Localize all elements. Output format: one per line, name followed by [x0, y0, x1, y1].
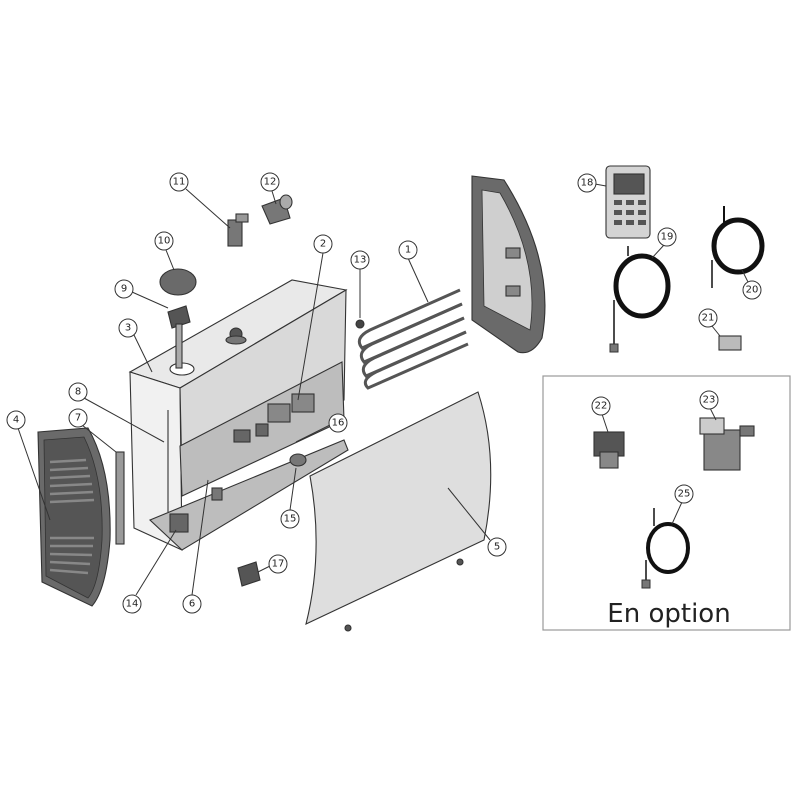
- part-6-connector: [211, 487, 223, 501]
- callout-25: 25: [671, 484, 694, 525]
- part-5-front-cover: [305, 391, 492, 632]
- callout-25-label: 25: [678, 489, 691, 500]
- callout-2-label: 2: [320, 239, 326, 250]
- callout-13: 13: [350, 250, 370, 318]
- part-11-fitting: [227, 213, 249, 247]
- callout-18: 18: [577, 173, 607, 193]
- callout-20-label: 20: [746, 285, 759, 296]
- callout-14: 14: [122, 529, 177, 614]
- part-4-grille-panel: [37, 427, 111, 607]
- part-14-valve: [169, 513, 189, 533]
- callout-9: 9: [114, 279, 169, 309]
- callout-20: 20: [741, 269, 762, 300]
- part-20-cable: [711, 206, 765, 288]
- callout-22: 22: [591, 396, 611, 433]
- callout-8: 8: [68, 382, 165, 443]
- part-21-cap: [718, 335, 742, 351]
- callout-15-label: 15: [284, 514, 297, 525]
- callout-2: 2: [297, 234, 333, 401]
- callout-19-label: 19: [661, 232, 674, 243]
- callout-23: 23: [699, 390, 719, 421]
- callout-17-label: 17: [272, 559, 285, 570]
- callout-22-label: 22: [595, 401, 608, 412]
- part-19-cable: [609, 246, 671, 353]
- callout-11-label: 11: [173, 177, 186, 188]
- callout-19: 19: [651, 227, 677, 259]
- part-1-heating-element: [357, 288, 469, 390]
- callout-16: 16: [295, 413, 348, 443]
- callout-12-label: 12: [264, 177, 277, 188]
- part-22-solenoid-valve: [593, 431, 625, 469]
- option-box: En option: [542, 375, 791, 631]
- callout-18-label: 18: [581, 178, 594, 189]
- callout-17: 17: [257, 554, 288, 574]
- callout-1: 1: [398, 240, 429, 303]
- callout-6-label: 6: [189, 599, 195, 610]
- part-23-dosing-pump: [699, 417, 755, 471]
- callout-1-label: 1: [405, 245, 411, 256]
- callout-11: 11: [169, 172, 231, 229]
- callout-9-label: 9: [121, 284, 127, 295]
- callout-15: 15: [280, 467, 300, 529]
- callout-8-label: 8: [75, 387, 81, 398]
- part-9-level-probe: [167, 305, 191, 369]
- part-12-elbow: [261, 194, 293, 225]
- callout-13-label: 13: [354, 255, 367, 266]
- callout-5-label: 5: [494, 542, 500, 553]
- callout-5: 5: [447, 487, 507, 557]
- callout-23-label: 23: [703, 395, 716, 406]
- part-25-cable: [641, 508, 690, 589]
- option-label: En option: [607, 599, 730, 629]
- callout-12: 12: [260, 172, 280, 205]
- callout-21: 21: [698, 308, 721, 337]
- callout-3-label: 3: [125, 323, 131, 334]
- callout-10: 10: [154, 231, 175, 271]
- callout-10-label: 10: [158, 236, 171, 247]
- part-13-screw: [355, 319, 365, 329]
- callout-7: 7: [68, 408, 117, 453]
- part-15-connector: [289, 453, 307, 467]
- part-1-mounting-plate: [471, 175, 546, 354]
- callout-4-label: 4: [13, 415, 19, 426]
- callout-4: 4: [6, 410, 51, 521]
- part-7-rod: [115, 451, 125, 545]
- part-10-disc: [159, 268, 197, 296]
- callout-3: 3: [118, 318, 153, 373]
- callout-14-label: 14: [126, 599, 139, 610]
- part-18-control-panel: [605, 165, 651, 239]
- part-17-clip: [237, 561, 261, 587]
- callout-21-label: 21: [702, 313, 715, 324]
- callout-7-label: 7: [75, 413, 81, 424]
- callout-16-label: 16: [332, 418, 345, 429]
- callout-6: 6: [182, 479, 209, 614]
